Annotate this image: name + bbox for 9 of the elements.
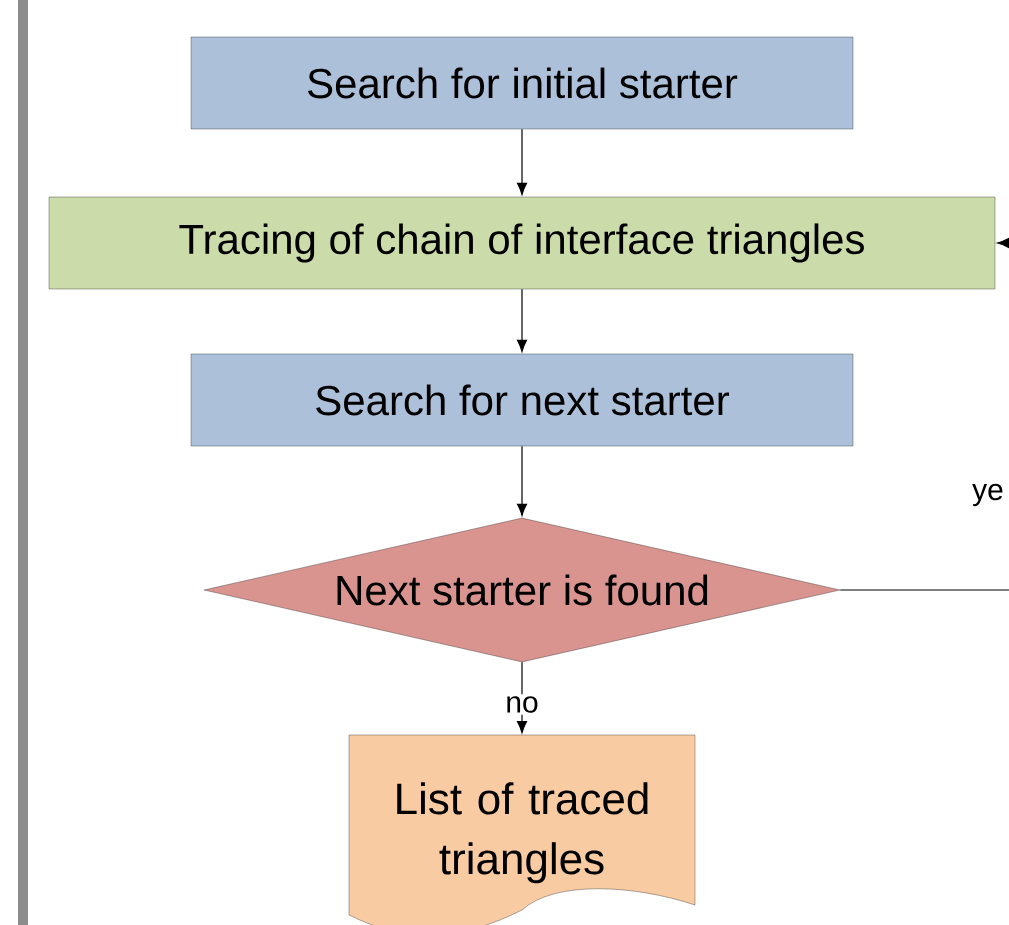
edge-label: no <box>503 694 541 715</box>
process-box: Search for initial starter <box>190 36 854 130</box>
arrow <box>839 237 1009 591</box>
process-box: Search for next starter <box>190 353 854 447</box>
arrow <box>517 128 528 196</box>
arrow <box>517 288 528 353</box>
arrow <box>517 445 528 517</box>
edge-label: ye <box>970 481 1006 509</box>
process-box: Tracing of chain of interface triangles <box>48 196 996 290</box>
